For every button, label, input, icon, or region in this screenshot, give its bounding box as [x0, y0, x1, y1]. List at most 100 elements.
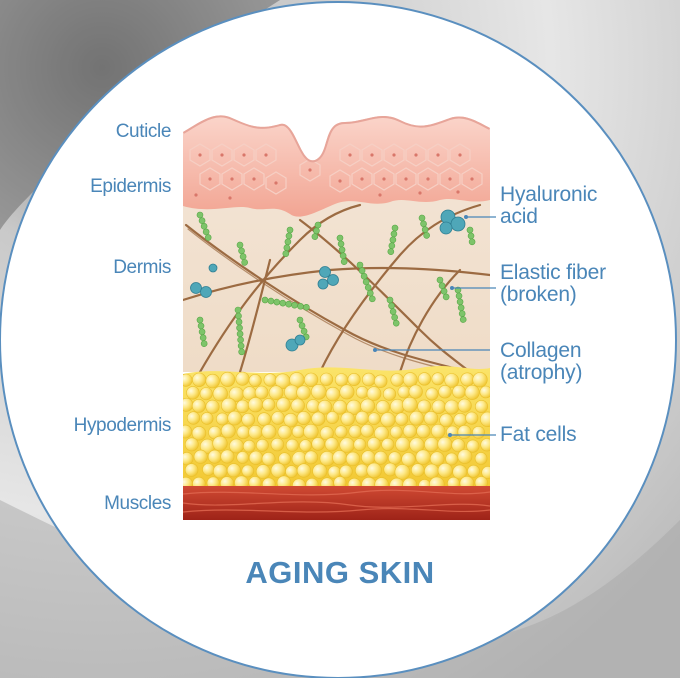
fat-cell: [411, 464, 424, 477]
label-hyaluronic-line1: Hyaluronic: [500, 184, 597, 206]
fat-cell: [446, 426, 458, 438]
skin-cross-section: [179, 110, 495, 520]
fat-cell: [200, 388, 212, 400]
fat-cell: [409, 385, 423, 399]
fat-cell: [333, 451, 347, 465]
fat-cell: [277, 398, 291, 412]
fat-cell: [206, 400, 219, 413]
fat-cell: [361, 451, 375, 465]
fat-cell: [213, 464, 227, 478]
fat-cell: [367, 463, 382, 478]
fat-cell: [340, 465, 353, 478]
fat-cell: [206, 374, 220, 388]
fat-cell: [395, 465, 410, 480]
fat-cell: [388, 452, 401, 465]
fat-cell: [453, 385, 466, 398]
fat-cell: [454, 413, 467, 426]
fat-cell: [185, 438, 198, 451]
fat-cell: [258, 413, 271, 426]
fat-cell: [201, 412, 213, 424]
fat-cell: [367, 437, 380, 450]
label-hyaluronic-acid: Hyaluronic acid: [500, 184, 597, 228]
fat-cell: [313, 464, 327, 478]
fat-cell: [475, 453, 487, 465]
label-dermis: Dermis: [113, 258, 171, 278]
fat-cells-group: [179, 372, 495, 492]
fat-cell: [326, 387, 340, 401]
fat-cell: [216, 413, 228, 425]
fat-cell: [432, 400, 446, 414]
fat-cell: [402, 453, 416, 467]
fat-cell: [221, 372, 235, 386]
fat-cell: [424, 438, 438, 452]
fat-cell: [304, 373, 318, 387]
fat-cell: [402, 397, 417, 412]
fat-cell: [312, 412, 326, 426]
fat-cell: [381, 412, 396, 427]
fat-cell: [272, 412, 285, 425]
fat-cell: [383, 388, 396, 401]
fat-cell: [382, 438, 394, 450]
fat-cell: [271, 438, 284, 451]
fat-cell: [348, 373, 360, 385]
fat-cell: [264, 374, 277, 387]
fat-cell: [432, 373, 444, 385]
fat-cell: [424, 464, 438, 478]
fat-cell: [255, 386, 268, 399]
fat-cell: [426, 388, 438, 400]
fat-cell: [368, 413, 380, 425]
fat-cell: [390, 426, 402, 438]
fat-cell: [249, 451, 263, 465]
label-elastic-line1: Elastic fiber: [500, 262, 606, 284]
label-collagen-line1: Collagen: [500, 340, 582, 362]
label-cuticle: Cuticle: [116, 122, 171, 142]
fat-cell: [304, 424, 319, 439]
fat-cell: [424, 411, 438, 425]
fat-cell: [431, 424, 445, 438]
fat-cell: [409, 411, 423, 425]
label-elastic-fiber: Elastic fiber (broken): [500, 262, 606, 306]
fat-cell: [354, 439, 366, 451]
fat-cell: [356, 411, 369, 424]
label-collagen-line2: (atrophy): [500, 362, 582, 384]
fat-cell: [335, 374, 348, 387]
fat-cell: [384, 463, 397, 476]
fat-cell: [458, 449, 472, 463]
fat-cell: [221, 424, 235, 438]
fat-cell: [418, 400, 431, 413]
fat-cell: [376, 400, 390, 414]
fat-cell: [291, 399, 305, 413]
fat-cell: [213, 436, 228, 451]
fat-cell: [326, 412, 338, 424]
fat-cell: [461, 373, 474, 386]
fat-cell: [297, 464, 311, 478]
fat-cell: [243, 440, 255, 452]
fat-cell: [286, 439, 298, 451]
fat-cell: [458, 425, 471, 438]
fat-cell: [185, 464, 198, 477]
fat-cell: [297, 386, 311, 400]
fat-cell: [438, 437, 452, 451]
fat-cell: [305, 451, 318, 464]
fat-cell: [262, 425, 276, 439]
fat-cell: [278, 425, 292, 439]
fat-cell: [320, 373, 333, 386]
fat-cell: [187, 386, 200, 399]
fat-cell: [249, 425, 263, 439]
fat-cell: [262, 398, 275, 411]
fat-cell: [292, 426, 304, 438]
fat-cell: [208, 450, 221, 463]
fat-cell: [340, 385, 354, 399]
fat-cell: [398, 386, 410, 398]
fat-cell: [284, 413, 298, 427]
fat-cell: [374, 451, 387, 464]
fat-cell: [192, 373, 206, 387]
label-muscles: Muscles: [104, 494, 171, 514]
fat-cell: [335, 426, 347, 438]
diagram-title: AGING SKIN: [0, 555, 680, 591]
fat-cell: [439, 385, 452, 398]
fat-cell: [236, 400, 249, 413]
fat-cell: [466, 412, 478, 424]
fat-cell: [418, 373, 431, 386]
fat-cell: [262, 452, 275, 465]
